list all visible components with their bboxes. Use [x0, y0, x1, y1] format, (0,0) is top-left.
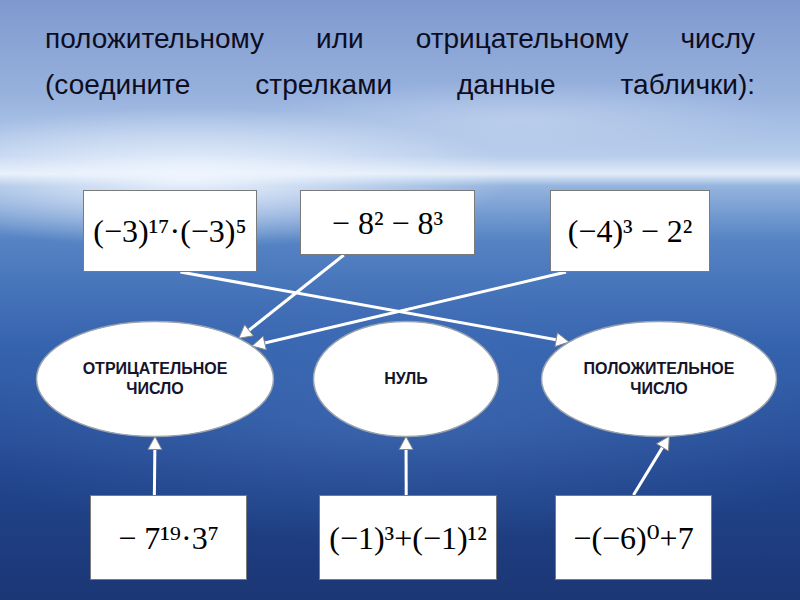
expression-text: − 8² − 8³: [332, 203, 443, 243]
arrow-line: [634, 447, 663, 495]
arrow-line: [153, 449, 156, 495]
expression-box: −(−6)⁰+7: [555, 495, 712, 580]
ellipse-shape: [37, 322, 274, 437]
ellipse-outline: [540, 320, 778, 438]
category-ellipse: ПОЛОЖИТЕЛЬНОЕ ЧИСЛО: [540, 320, 778, 438]
expression-text: (−1)³+(−1)¹²: [329, 518, 487, 558]
arrow-head: [399, 437, 413, 450]
ellipse-shape: [542, 322, 777, 437]
arrow-connector: [148, 437, 162, 496]
arrow-line: [249, 255, 344, 330]
expression-text: (−3)¹⁷·(−3)⁵: [93, 211, 246, 251]
ellipse-shape: [314, 322, 499, 437]
expression-text: − 7¹⁹·3⁷: [118, 518, 219, 558]
arrow-line: [405, 449, 408, 495]
category-label: ОТРИЦАТЕЛЬНОЕ ЧИСЛО: [70, 359, 240, 399]
category-label: ПОЛОЖИТЕЛЬНОЕ ЧИСЛО: [574, 359, 744, 399]
category-label: НУЛЬ: [384, 369, 428, 389]
task-heading: положительному или отрицательному числу …: [45, 16, 755, 108]
ellipse-outline: [35, 320, 275, 438]
arrow-head: [239, 325, 254, 339]
expression-box: (−3)¹⁷·(−3)⁵: [83, 190, 256, 272]
expression-box: − 7¹⁹·3⁷: [90, 495, 247, 580]
expression-box: (−4)³ − 2²: [550, 190, 710, 272]
expression-text: −(−6)⁰+7: [573, 518, 693, 558]
arrow-head: [148, 437, 162, 450]
expression-box: (−1)³+(−1)¹²: [319, 495, 497, 580]
category-ellipse: НУЛЬ: [312, 320, 500, 438]
arrow-connector: [399, 437, 413, 496]
expression-box: − 8² − 8³: [300, 190, 475, 255]
arrow-head: [657, 436, 670, 451]
arrow-connector: [634, 436, 670, 495]
category-ellipse: ОТРИЦАТЕЛЬНОЕ ЧИСЛО: [35, 320, 275, 438]
expression-text: (−4)³ − 2²: [568, 211, 693, 251]
